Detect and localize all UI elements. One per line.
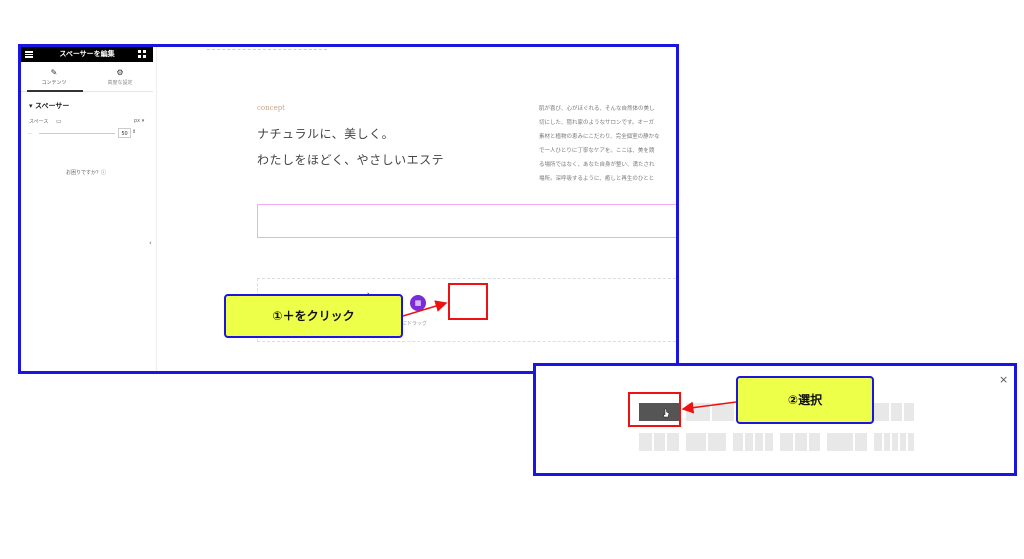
concept-paragraph: 肌が喜び、心がほぐれる、そんな自然体の美し 切にした、隠れ家のようなサロンです。… — [539, 102, 676, 186]
layout-option[interactable] — [686, 403, 734, 421]
slider-min-label: — — [28, 131, 32, 136]
paragraph-line: る場所ではなく、あなた自身が整い、満たされ — [539, 162, 655, 168]
chevron-down-icon: ▾ — [140, 118, 145, 124]
collapse-panel-icon[interactable]: ‹ — [149, 239, 152, 247]
callout-step-2: ②選択 — [736, 376, 874, 424]
paragraph-line: 切にした、隠れ家のようなサロンです。オーガ — [539, 120, 654, 126]
spacer-widget[interactable] — [257, 204, 676, 238]
tab-content-label: コンテンツ — [41, 80, 67, 86]
panel-header: スペーサーを編集 — [21, 47, 153, 62]
tab-advanced[interactable]: ⚙ 高度な設定 — [87, 63, 153, 91]
layout-option[interactable] — [686, 433, 726, 451]
callout-step-1: ①＋をクリック — [224, 294, 403, 338]
template-library-button[interactable]: ▦ — [410, 295, 426, 311]
gear-icon: ⚙ — [116, 68, 124, 77]
unit-label: px — [134, 118, 141, 124]
stepper-icon[interactable]: ⇕ — [132, 129, 137, 135]
layout-option[interactable] — [874, 433, 914, 451]
scrollbar[interactable] — [675, 104, 679, 154]
space-slider[interactable] — [39, 133, 115, 134]
space-value-input[interactable]: 50 — [118, 128, 131, 138]
editor-panel: スペーサーを編集 ✎ コンテンツ ⚙ 高度な設定 ▾ スペーサー スペース ▭ … — [21, 47, 157, 371]
grid-icon[interactable] — [138, 50, 146, 58]
monitor-icon[interactable]: ▭ — [56, 118, 62, 125]
panel-tabs: ✎ コンテンツ ⚙ 高度な設定 — [21, 63, 153, 92]
caret-down-icon: ▾ — [29, 102, 33, 110]
paragraph-line: 場所。深呼吸するように、癒しと再生のひとと — [539, 176, 655, 182]
paragraph-line: 素材と植物の恵みにこだわり、完全個室の静かな — [539, 134, 660, 140]
layout-option[interactable] — [876, 403, 914, 421]
layout-option[interactable] — [733, 433, 773, 451]
layout-option[interactable] — [639, 433, 679, 451]
help-link[interactable]: お困りですか？ⓘ — [66, 170, 107, 176]
concept-label: concept — [257, 104, 285, 112]
paragraph-line: で一人ひとりに丁寧なケアを。ここは、美を競 — [539, 148, 655, 154]
highlight-selected-layout — [628, 392, 681, 427]
panel-title: スペーサーを編集 — [59, 50, 115, 58]
heading-line-1: ナチュラルに、美しく。 — [257, 127, 395, 141]
canvas-top-divider — [207, 49, 327, 51]
layout-option[interactable] — [827, 433, 867, 451]
close-icon[interactable]: × — [999, 373, 1009, 386]
heading-line-2: わたしをほどく、やさしいエステ — [257, 153, 445, 167]
tab-advanced-label: 高度な設定 — [107, 80, 133, 86]
layout-option-selected[interactable] — [639, 403, 679, 421]
hamburger-menu-icon[interactable] — [25, 50, 33, 58]
pencil-icon: ✎ — [50, 68, 58, 77]
unit-selector[interactable]: px ▾ — [134, 118, 144, 124]
tab-content[interactable]: ✎ コンテンツ — [21, 63, 87, 92]
hand-cursor-icon — [663, 408, 670, 418]
highlight-add-button — [448, 283, 488, 320]
paragraph-line: 肌が喜び、心がほぐれる、そんな自然体の美し — [539, 106, 655, 112]
section-title: スペーサー — [34, 102, 70, 110]
space-label: スペース — [29, 119, 49, 125]
section-toggle[interactable]: ▾ スペーサー — [29, 101, 69, 111]
layout-option[interactable] — [780, 433, 820, 451]
template-grid-icon: ▦ — [414, 299, 422, 307]
